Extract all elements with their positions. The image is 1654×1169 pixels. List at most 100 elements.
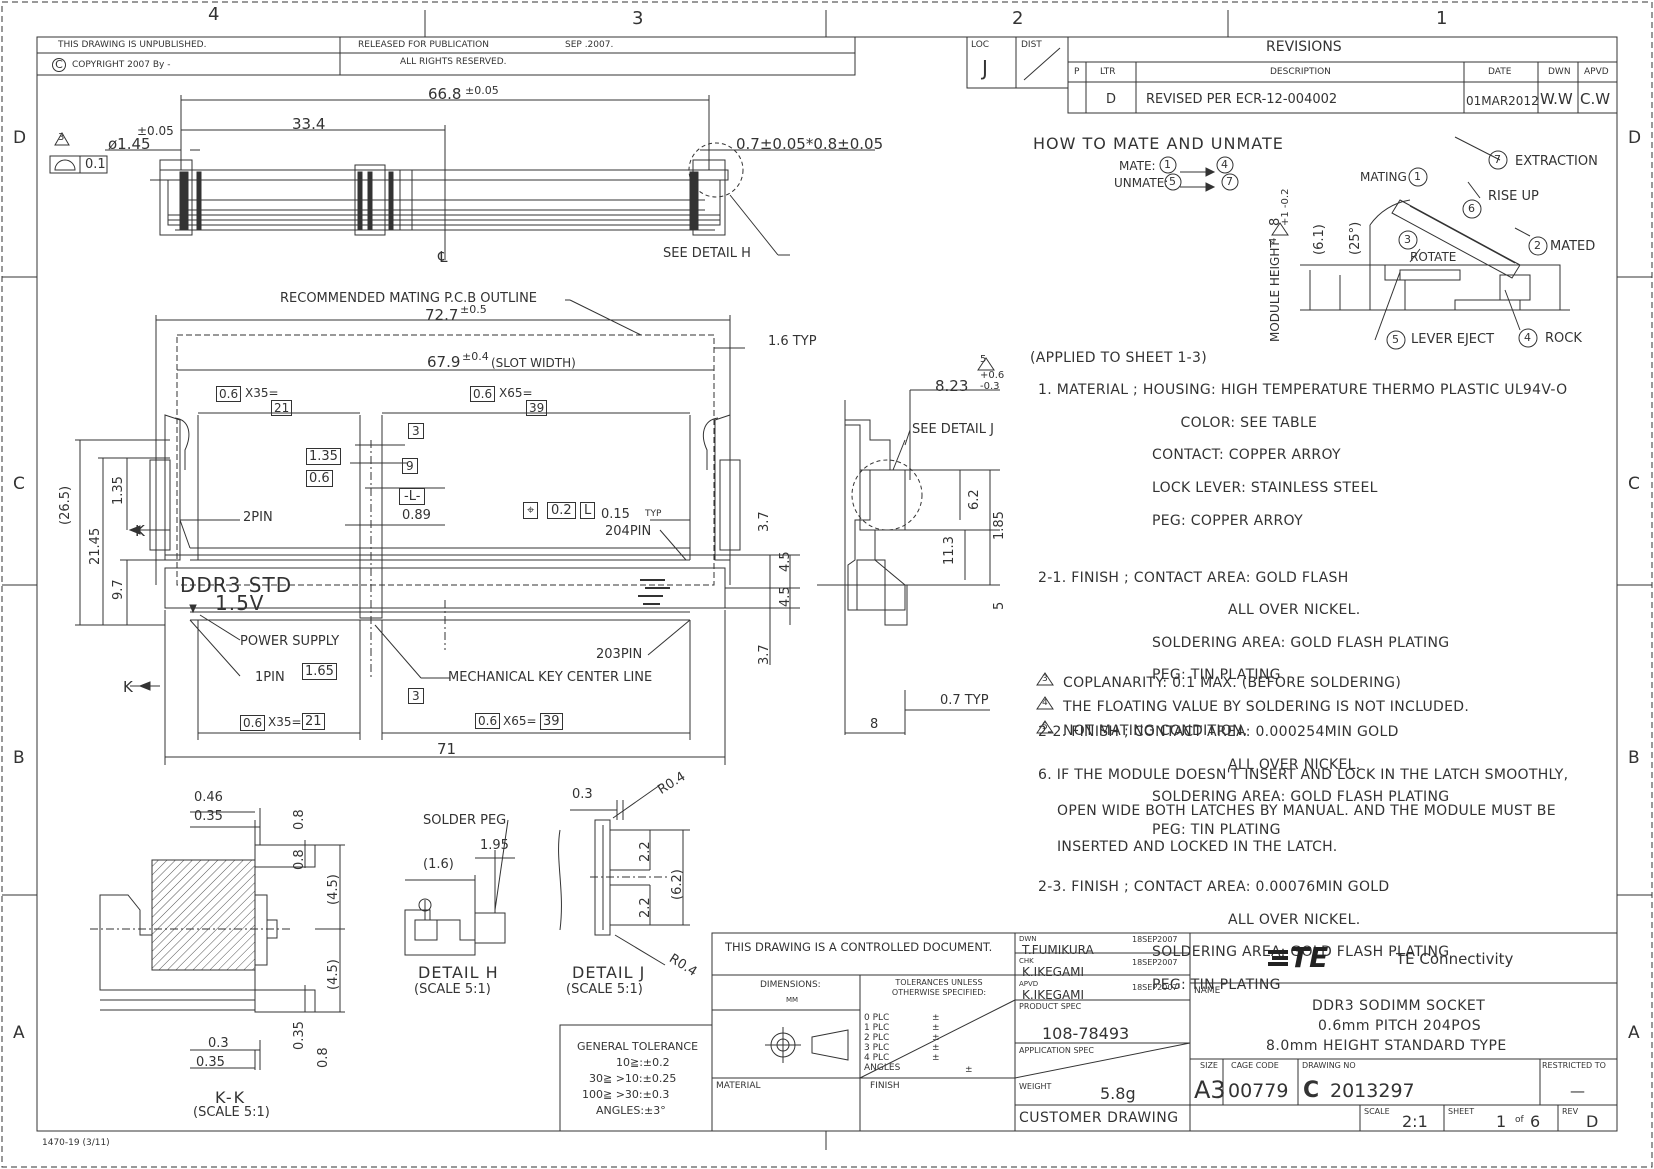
scale-value: 2:1 [1402, 1112, 1428, 1131]
cage-code-label: CAGE CODE [1231, 1061, 1279, 1070]
apvd-name: K.IKEGAMI [1022, 988, 1085, 1002]
pin-203-label: 203PIN [596, 647, 643, 662]
note-line: 2-3. FINISH ; CONTACT AREA: 0.00076MIN G… [1038, 878, 1390, 895]
form-number: 1470-19 (3/11) [42, 1138, 110, 1148]
general-tolerance-line: 30≧ >10:±0.25 [589, 1072, 677, 1085]
dim-overall: 66.8 [428, 85, 462, 103]
weight-value: 5.8g [1100, 1084, 1136, 1103]
title-line-2: 0.6mm PITCH 204POS [1318, 1018, 1482, 1034]
kk-dim-0-46: 0.46 [194, 790, 223, 805]
dim-0-7-typ: 0.7 TYP [940, 693, 989, 708]
dim-box-1-35: 1.35 [306, 448, 341, 465]
rev-col-apvd: APVD [1584, 67, 1609, 77]
detail-h-title: DETAIL H [418, 963, 499, 982]
dim-right-top: 0.7±0.05*0.8±0.05 [736, 135, 884, 153]
kk-title: K-K [215, 1088, 247, 1107]
power-supply-label: POWER SUPPLY [240, 634, 340, 649]
note-line: COLOR: SEE TABLE [1038, 414, 1318, 431]
flag-note-3-num: 3 [1042, 674, 1048, 684]
dimensions-value: MM [786, 996, 799, 1004]
product-spec-value: 108-78493 [1042, 1024, 1130, 1043]
note-line: PEG: TIN PLATING [1038, 822, 1281, 839]
flatness-value: 0.1 [85, 157, 106, 172]
application-spec-label: APPLICATION SPEC [1019, 1046, 1094, 1055]
flag-note-3-text: COPLANARITY: 0.1 MAX. (BEFORE SOLDERING) [1063, 675, 1402, 691]
product-spec-label: PRODUCT SPEC [1019, 1002, 1082, 1011]
loc-value: J [982, 56, 988, 80]
detail-j-dim-2-2-bottom: 2.2 [638, 897, 653, 918]
solder-peg-label: SOLDER PEG [423, 813, 507, 828]
controlled-document-note: THIS DRAWING IS A CONTROLLED DOCUMENT. [725, 940, 993, 954]
notes-block: 1. MATERIAL ; HOUSING: HIGH TEMPERATURE … [1038, 366, 1567, 1009]
note-line: 1. MATERIAL ; HOUSING: HIGH TEMPERATURE … [1038, 382, 1568, 399]
scale-label: SCALE [1364, 1107, 1390, 1116]
step-6-num: 6 [1468, 202, 1475, 215]
apvd-label: APVD [1019, 980, 1039, 988]
rev-col-p: P [1074, 67, 1080, 77]
rev-col-dwn: DWN [1548, 67, 1571, 77]
zone-label-4: 4 [208, 4, 220, 25]
note-6-block: 6. IF THE MODULE DOESN'T INSERT AND LOCK… [1038, 748, 1568, 874]
datum-l: -L- [399, 488, 426, 505]
kk-dim-4-5-top: (4.5) [326, 874, 341, 905]
released-note: RELEASED FOR PUBLICATION [358, 40, 489, 50]
unmate-to: 7 [1226, 175, 1233, 188]
note-line: 2-2. FINISH ; CONTACT AREA: 0.000254MIN … [1038, 724, 1399, 741]
mate-from: 1 [1164, 158, 1171, 171]
step-1-label: MATING [1360, 170, 1407, 184]
step-2-label: MATED [1550, 239, 1596, 254]
step-7-label: EXTRACTION [1515, 154, 1598, 169]
plc-list: 0 PLC 1 PLC 2 PLC 3 PLC 4 PLC ANGLES [864, 1013, 900, 1073]
note-line: ALL OVER NICKEL. [1038, 602, 1361, 619]
pitch-box-right: 0.6 [470, 386, 496, 402]
step-3-label: ROTATE [1410, 250, 1457, 264]
sheet-of: of [1515, 1115, 1524, 1125]
step-6-label: RISE UP [1488, 189, 1539, 204]
mate-label: MATE: [1119, 159, 1156, 173]
module-height-label: MODULE HEIGHT [1268, 240, 1282, 342]
cage-code-value: 00779 [1228, 1080, 1289, 1102]
kk-dim-0-8-bottom: 0.8 [316, 1047, 331, 1068]
copyright-note: COPYRIGHT 2007 By - [72, 60, 171, 70]
dim-box-3-top: 3 [408, 423, 424, 439]
chk-date: 18SEP2007 [1132, 958, 1178, 967]
dim-half: 33.4 [292, 115, 326, 133]
detail-j-dim-2-2-top: 2.2 [638, 841, 653, 862]
dim-8-23-tol-up: +0.6 [980, 370, 1005, 381]
ddr3-marking: DDR3 STD [180, 573, 293, 597]
plc-pm: ± [932, 1053, 940, 1063]
mate-title: HOW TO MATE AND UNMATE [1033, 134, 1284, 153]
chk-name: K.IKEGAMI [1022, 965, 1085, 979]
plc-row: 0 PLC [864, 1013, 890, 1023]
key-center-label: MECHANICAL KEY CENTER LINE [448, 670, 653, 685]
unmate-from: 5 [1169, 175, 1176, 188]
detail-j-title: DETAIL J [572, 963, 646, 982]
zone-label-2: 2 [1012, 8, 1024, 29]
dwn-label: DWN [1019, 935, 1037, 943]
typ-label: TYP [645, 509, 662, 519]
rev-value: D [1586, 1112, 1599, 1131]
position-tol-icon: ⌖ [523, 502, 539, 519]
angles-row: ANGLES [864, 1063, 901, 1073]
zone-label-d-right: D [1628, 128, 1642, 148]
kk-scale: (SCALE 5:1) [193, 1105, 270, 1120]
detail-h-dim-1-95: 1.95 [480, 838, 509, 853]
step-3-num: 3 [1404, 233, 1411, 246]
kk-dim-0-8-top-b: 0.8 [292, 849, 307, 870]
revisions-title: REVISIONS [1266, 39, 1342, 55]
dim-1-6-typ: 1.6 TYP [768, 334, 817, 349]
zone-label-3: 3 [632, 8, 644, 29]
see-detail-j: SEE DETAIL J [912, 422, 994, 437]
see-detail-h: SEE DETAIL H [663, 246, 751, 261]
size-label: SIZE [1200, 1061, 1218, 1070]
restricted-value: — [1570, 1082, 1585, 1100]
position-tol-value: 0.2 [547, 502, 576, 519]
note-6-line: OPEN WIDE BOTH LATCHES BY MANUAL. AND TH… [1038, 803, 1556, 819]
dim-box-1-65: 1.65 [302, 663, 337, 680]
note-line: SOLDERING AREA: GOLD FLASH PLATING [1038, 634, 1450, 651]
bottom-x65-label: X65= [503, 714, 537, 728]
pcb-outline-label: RECOMMENDED MATING P.C.B OUTLINE [280, 291, 538, 306]
step-2-num: 2 [1534, 239, 1541, 252]
dist-label: DIST [1021, 40, 1042, 50]
bottom-count-39: 39 [540, 713, 563, 730]
